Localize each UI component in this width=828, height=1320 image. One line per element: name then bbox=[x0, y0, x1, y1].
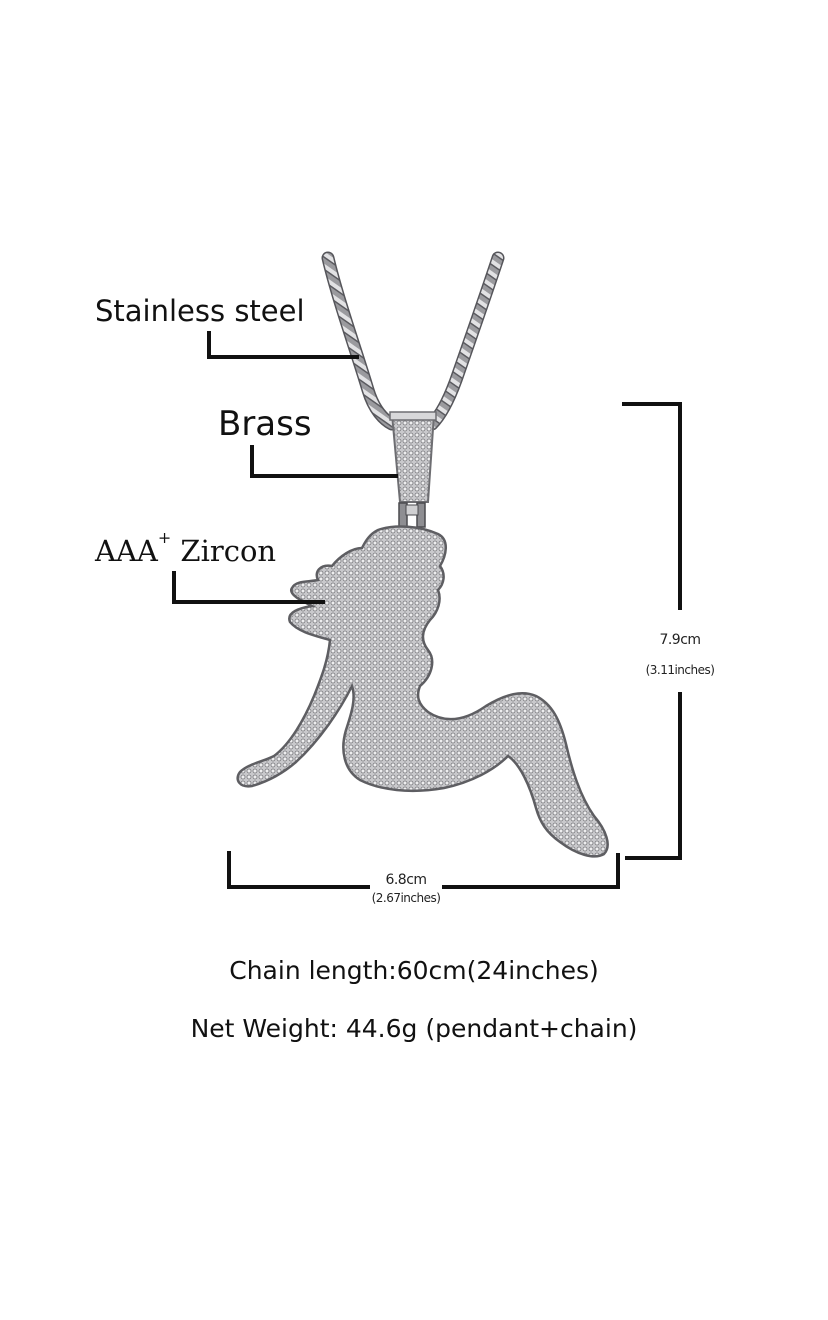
callout-line-chain-vertical bbox=[207, 331, 211, 359]
chain-length-spec: Chain length:60cm(24inches) bbox=[229, 956, 599, 985]
callout-chain-material: Stainless steel bbox=[95, 294, 305, 328]
rope-chain bbox=[321, 251, 505, 431]
width-inches: (2.67inches) bbox=[371, 891, 441, 905]
callout-line-chain-horizontal bbox=[207, 355, 359, 359]
height-inches: (3.11inches) bbox=[645, 663, 715, 677]
width-bracket-left bbox=[227, 851, 231, 889]
callout-line-bail-horizontal bbox=[250, 474, 398, 478]
bail bbox=[389, 411, 437, 528]
width-bracket-left-run bbox=[227, 885, 370, 889]
callout-line-stone-horizontal bbox=[172, 600, 325, 604]
width-cm: 6.8cm bbox=[385, 872, 427, 888]
height-bracket-top bbox=[622, 402, 682, 406]
width-bracket-right bbox=[616, 853, 620, 889]
stone-grade-plus: + bbox=[157, 528, 172, 548]
callout-stone: AAA+ Zircon bbox=[95, 528, 277, 568]
height-cm: 7.9cm bbox=[659, 632, 701, 648]
pendant-figure bbox=[236, 525, 609, 858]
callout-line-bail-vertical bbox=[250, 445, 254, 477]
stone-type: Zircon bbox=[180, 534, 277, 568]
height-bracket-lower bbox=[678, 692, 682, 860]
height-bracket-bottom bbox=[625, 856, 682, 860]
height-bracket-upper bbox=[678, 402, 682, 610]
width-bracket-right-run bbox=[442, 885, 620, 889]
stone-grade: AAA bbox=[95, 534, 158, 568]
callout-line-stone-vertical bbox=[172, 571, 176, 604]
callout-bail-material: Brass bbox=[218, 404, 312, 444]
net-weight-spec: Net Weight: 44.6g (pendant+chain) bbox=[190, 1014, 638, 1043]
